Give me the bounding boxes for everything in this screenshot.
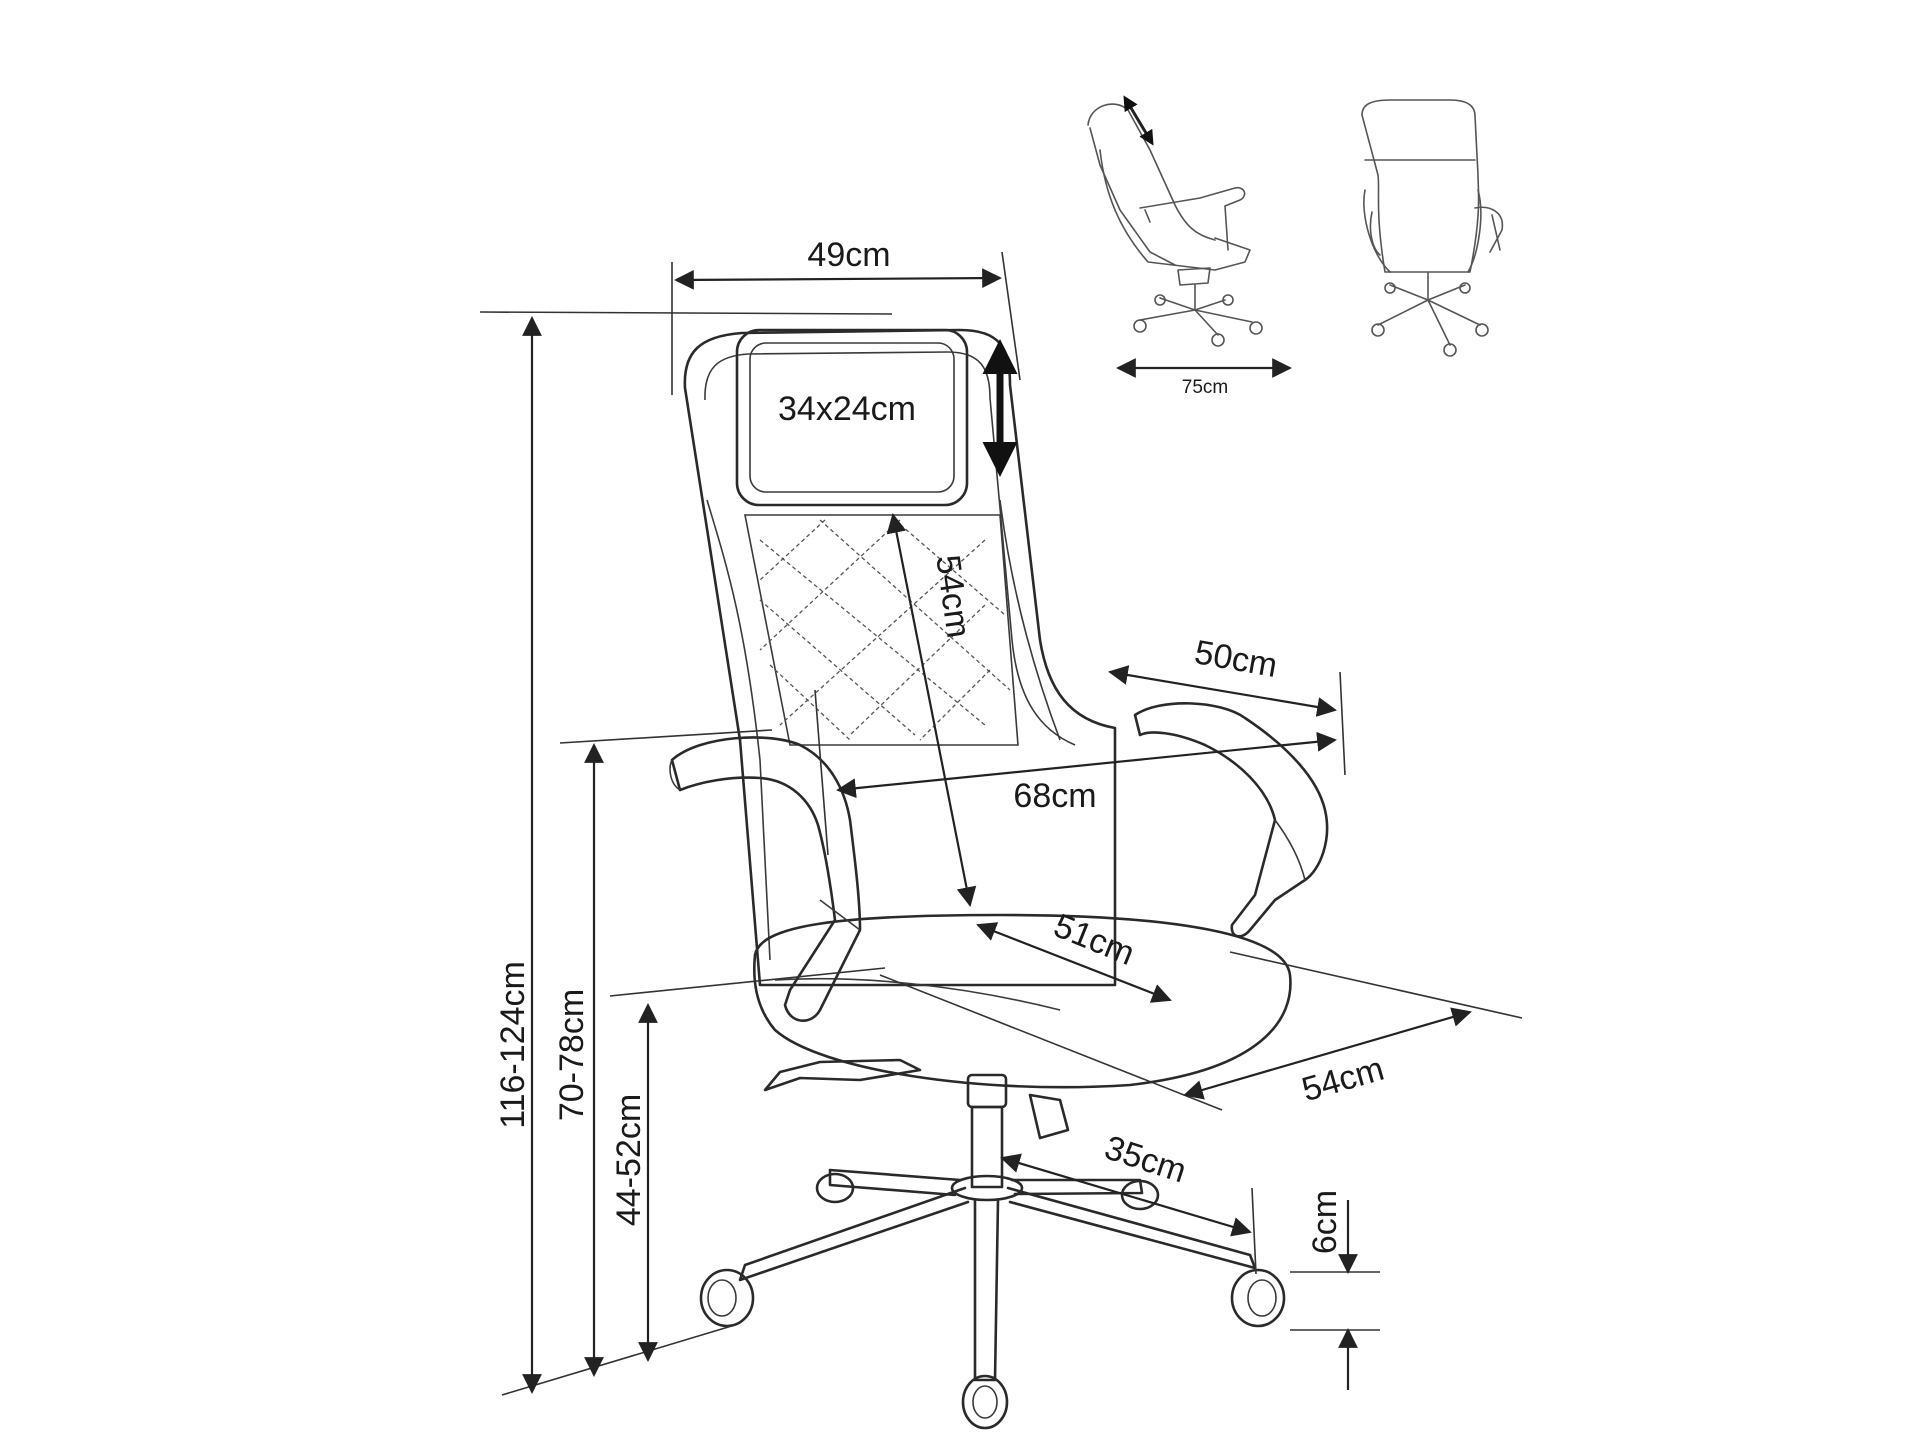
label-width-arms: 68cm [1013,777,1096,815]
wheel-front [961,1374,1009,1430]
label-arm-depth: 50cm [1192,633,1280,685]
label-arm-height: 70-78cm [553,989,591,1121]
thumbnail-back-view [1361,99,1504,357]
wheels [699,1172,1286,1430]
double-arrow-icon [1123,95,1154,146]
dimension-lines [479,251,1523,1396]
seat-seam [774,977,1061,1011]
main-chair-drawing [669,328,1329,1430]
label-headrest: 34x24cm [778,390,916,428]
armrest-left [670,736,862,1022]
label-width-top: 49cm [807,236,890,274]
wheel-back-left [815,1172,855,1204]
backrest-seam-right [999,499,1061,741]
label-seat-height: 44-52cm [610,1094,648,1226]
label-recline-width: 75cm [1182,377,1228,398]
backrest-seam-left [706,499,771,961]
thumbnail-recline-side-view: 75cm [1087,95,1292,398]
label-wheel-height: 6cm [1306,1190,1344,1254]
wheel-right [1230,1268,1286,1328]
label-total-height: 116-124cm [494,961,532,1129]
headrest-pad [735,328,969,507]
armrest-right [1133,702,1329,938]
headrest-inner [749,342,955,493]
label-back-height: 54cm [928,553,977,641]
star-base [738,1168,1257,1382]
wheel-left [699,1268,755,1328]
gas-lift [763,1058,1070,1189]
